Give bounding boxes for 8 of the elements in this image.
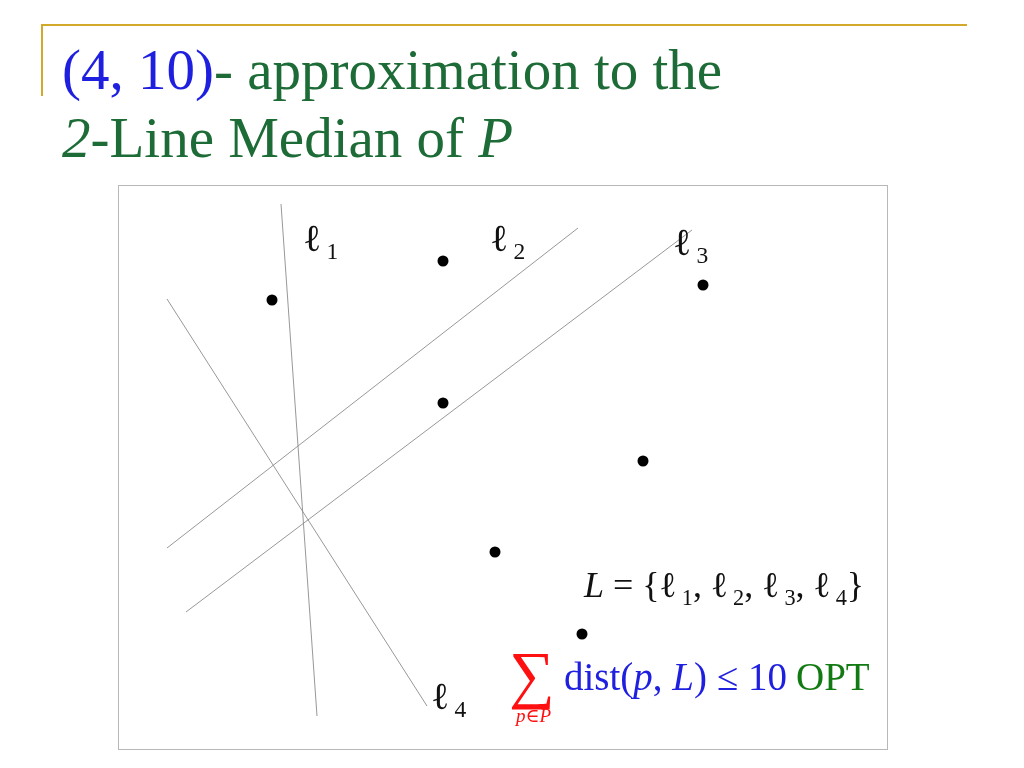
- line-label: ℓ$_{3}$: [673, 222, 709, 270]
- bound-term: OPT: [796, 656, 870, 699]
- line-label: ℓ$_{1}$: [303, 218, 339, 266]
- slide-title: (4, 10)- approximation to the 2-Line Median of P: [62, 37, 724, 171]
- cost-formula: dist(p, L) ≤ 10: [564, 656, 787, 699]
- line-label: ℓ$_{4}$: [431, 676, 467, 724]
- set-formula: L = {ℓ$_{1}$, ℓ$_{2}$, ℓ$_{3}$, ℓ$_{4}$}: [584, 566, 865, 611]
- line-label: ℓ$_{2}$: [490, 218, 526, 266]
